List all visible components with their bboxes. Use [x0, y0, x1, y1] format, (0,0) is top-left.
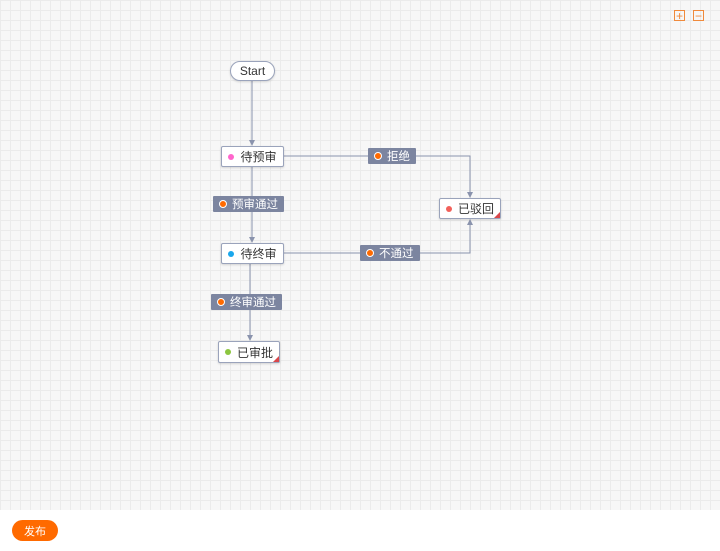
- edge-label-text: 拒绝: [387, 151, 410, 163]
- end-marker-icon: [273, 356, 279, 362]
- edge-dot-icon: [217, 298, 225, 306]
- zoom-out-icon[interactable]: −: [693, 9, 704, 23]
- status-dot-icon: [224, 349, 231, 355]
- status-dot-icon: [445, 205, 452, 212]
- edge-label-reject[interactable]: 拒绝: [368, 148, 416, 164]
- node-rejected[interactable]: 已驳回: [439, 198, 501, 219]
- node-label: Start: [239, 64, 266, 78]
- edge-label-final-pass[interactable]: 终审通过: [211, 294, 282, 310]
- status-dot-icon: [228, 153, 235, 160]
- edge-label-text: 不通过: [379, 248, 414, 260]
- node-label: 待预审: [240, 150, 277, 164]
- node-pending-pre-review[interactable]: 待预审: [221, 146, 284, 167]
- edge-label-text: 预审通过: [232, 199, 278, 211]
- edge-dot-icon: [219, 200, 227, 208]
- node-label: 待终审: [240, 247, 277, 261]
- node-start[interactable]: Start: [230, 61, 275, 81]
- edge-label-text: 终审通过: [230, 297, 276, 309]
- publish-button[interactable]: 发布: [12, 520, 58, 541]
- zoom-in-icon[interactable]: +: [674, 9, 685, 23]
- node-pending-final-review[interactable]: 待终审: [221, 243, 284, 264]
- edge-reject: [284, 155, 473, 198]
- edge-label-pre-pass[interactable]: 预审通过: [213, 196, 284, 212]
- node-approved[interactable]: 已审批: [218, 341, 280, 363]
- edge-dot-icon: [374, 152, 382, 160]
- edge-dot-icon: [366, 249, 374, 257]
- edge-not-pass: [284, 219, 473, 254]
- edge-label-not-pass[interactable]: 不通过: [360, 245, 420, 261]
- flow-canvas[interactable]: Start 待预审 已驳回 待终审 已审批 拒绝 预审通过 不通过 终审通过 +…: [0, 0, 720, 510]
- end-marker-icon: [494, 212, 500, 218]
- node-label: 已驳回: [457, 202, 494, 216]
- status-dot-icon: [228, 250, 235, 257]
- node-label: 已审批: [236, 345, 273, 360]
